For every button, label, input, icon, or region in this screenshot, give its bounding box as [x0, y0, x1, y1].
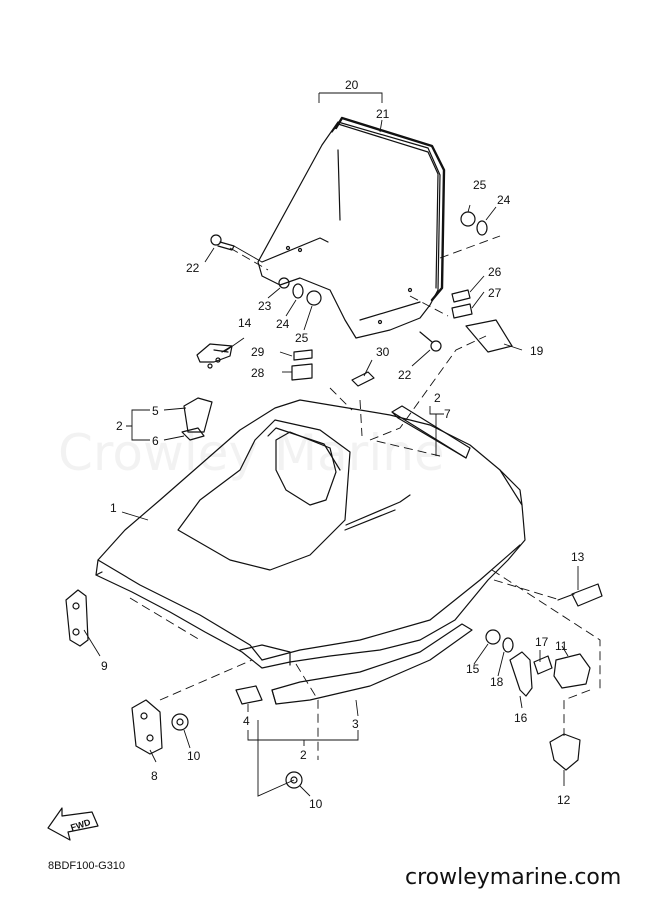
part-hinge-8 [131, 699, 163, 755]
callout-6: 6 [152, 434, 159, 448]
part-pad-6 [181, 427, 205, 441]
callout-14: 14 [238, 316, 252, 330]
callout-2: 2 [300, 748, 307, 762]
callout-22: 22 [186, 261, 200, 275]
callout-11: 11 [555, 639, 568, 653]
alignment-lines [129, 235, 601, 760]
callout-24: 24 [276, 317, 290, 331]
callout-29: 29 [251, 345, 265, 359]
part-latch-arm-16 [509, 651, 533, 697]
callout-22: 22 [398, 368, 412, 382]
callout-26: 26 [488, 265, 502, 279]
website-label: crowleymarine.com [405, 865, 621, 890]
callout-15: 15 [466, 662, 480, 676]
part-parts-15-18 [485, 629, 514, 653]
callout-19: 19 [530, 344, 544, 358]
callout-24: 24 [497, 193, 511, 207]
callout-30: 30 [376, 345, 390, 359]
part-bracket-14 [196, 343, 233, 369]
part-bolt-22-upper [210, 234, 235, 251]
part-bolt-13 [557, 583, 603, 607]
callout-8: 8 [151, 769, 158, 783]
part-pad-4 [235, 685, 263, 705]
callout-10: 10 [309, 797, 323, 811]
part-seal-strip [271, 623, 473, 705]
part-nuts-23-24-25 [278, 211, 488, 306]
fwd-label: FWD [69, 817, 92, 833]
callout-1: 1 [110, 501, 117, 515]
part-bolt-22-lower [419, 331, 442, 352]
callout-2: 2 [434, 391, 441, 405]
callout-23: 23 [258, 299, 272, 313]
callout-10: 10 [187, 749, 201, 763]
callout-13: 13 [571, 550, 585, 564]
callout-4: 4 [243, 714, 250, 728]
part-pads-26-27 [451, 289, 473, 319]
callout-9: 9 [101, 659, 108, 673]
callout-16: 16 [514, 711, 528, 725]
part-pad-5 [183, 397, 213, 433]
part-windshield [257, 116, 446, 339]
part-hood [95, 399, 526, 669]
callout-12: 12 [557, 793, 571, 807]
callout-2: 2 [116, 419, 123, 433]
diagram-code: 8BDF100-G310 [48, 860, 125, 872]
part-pad-30 [351, 371, 375, 387]
part-latch-11 [553, 653, 591, 689]
part-seal-strip-upper [391, 405, 471, 459]
callout-27: 27 [488, 286, 502, 300]
part-pads-28-29 [291, 349, 313, 381]
callout-3: 3 [352, 717, 359, 731]
callout-5: 5 [152, 404, 159, 418]
part-grommet-10-lower [285, 771, 303, 789]
callout-25: 25 [473, 178, 487, 192]
part-knob-12 [549, 733, 581, 771]
part-plate-19 [465, 319, 513, 353]
leader-lines [83, 92, 579, 797]
callout-18: 18 [490, 675, 504, 689]
callout-7: 7 [444, 407, 451, 421]
callout-28: 28 [251, 366, 265, 380]
callout-17: 17 [535, 635, 549, 649]
callout-20: 20 [345, 78, 359, 92]
callouts: 20 21 22 22 23 24 24 25 25 26 27 14 29 2… [101, 78, 585, 811]
part-grommet-10-upper [171, 713, 189, 731]
fwd-arrow-icon: FWD [47, 807, 99, 841]
part-hinge-9 [65, 589, 89, 647]
callout-25: 25 [295, 331, 309, 345]
callout-21: 21 [376, 107, 390, 121]
watermark: Crowley Marine [58, 424, 445, 482]
part-spacer-17 [533, 655, 553, 675]
